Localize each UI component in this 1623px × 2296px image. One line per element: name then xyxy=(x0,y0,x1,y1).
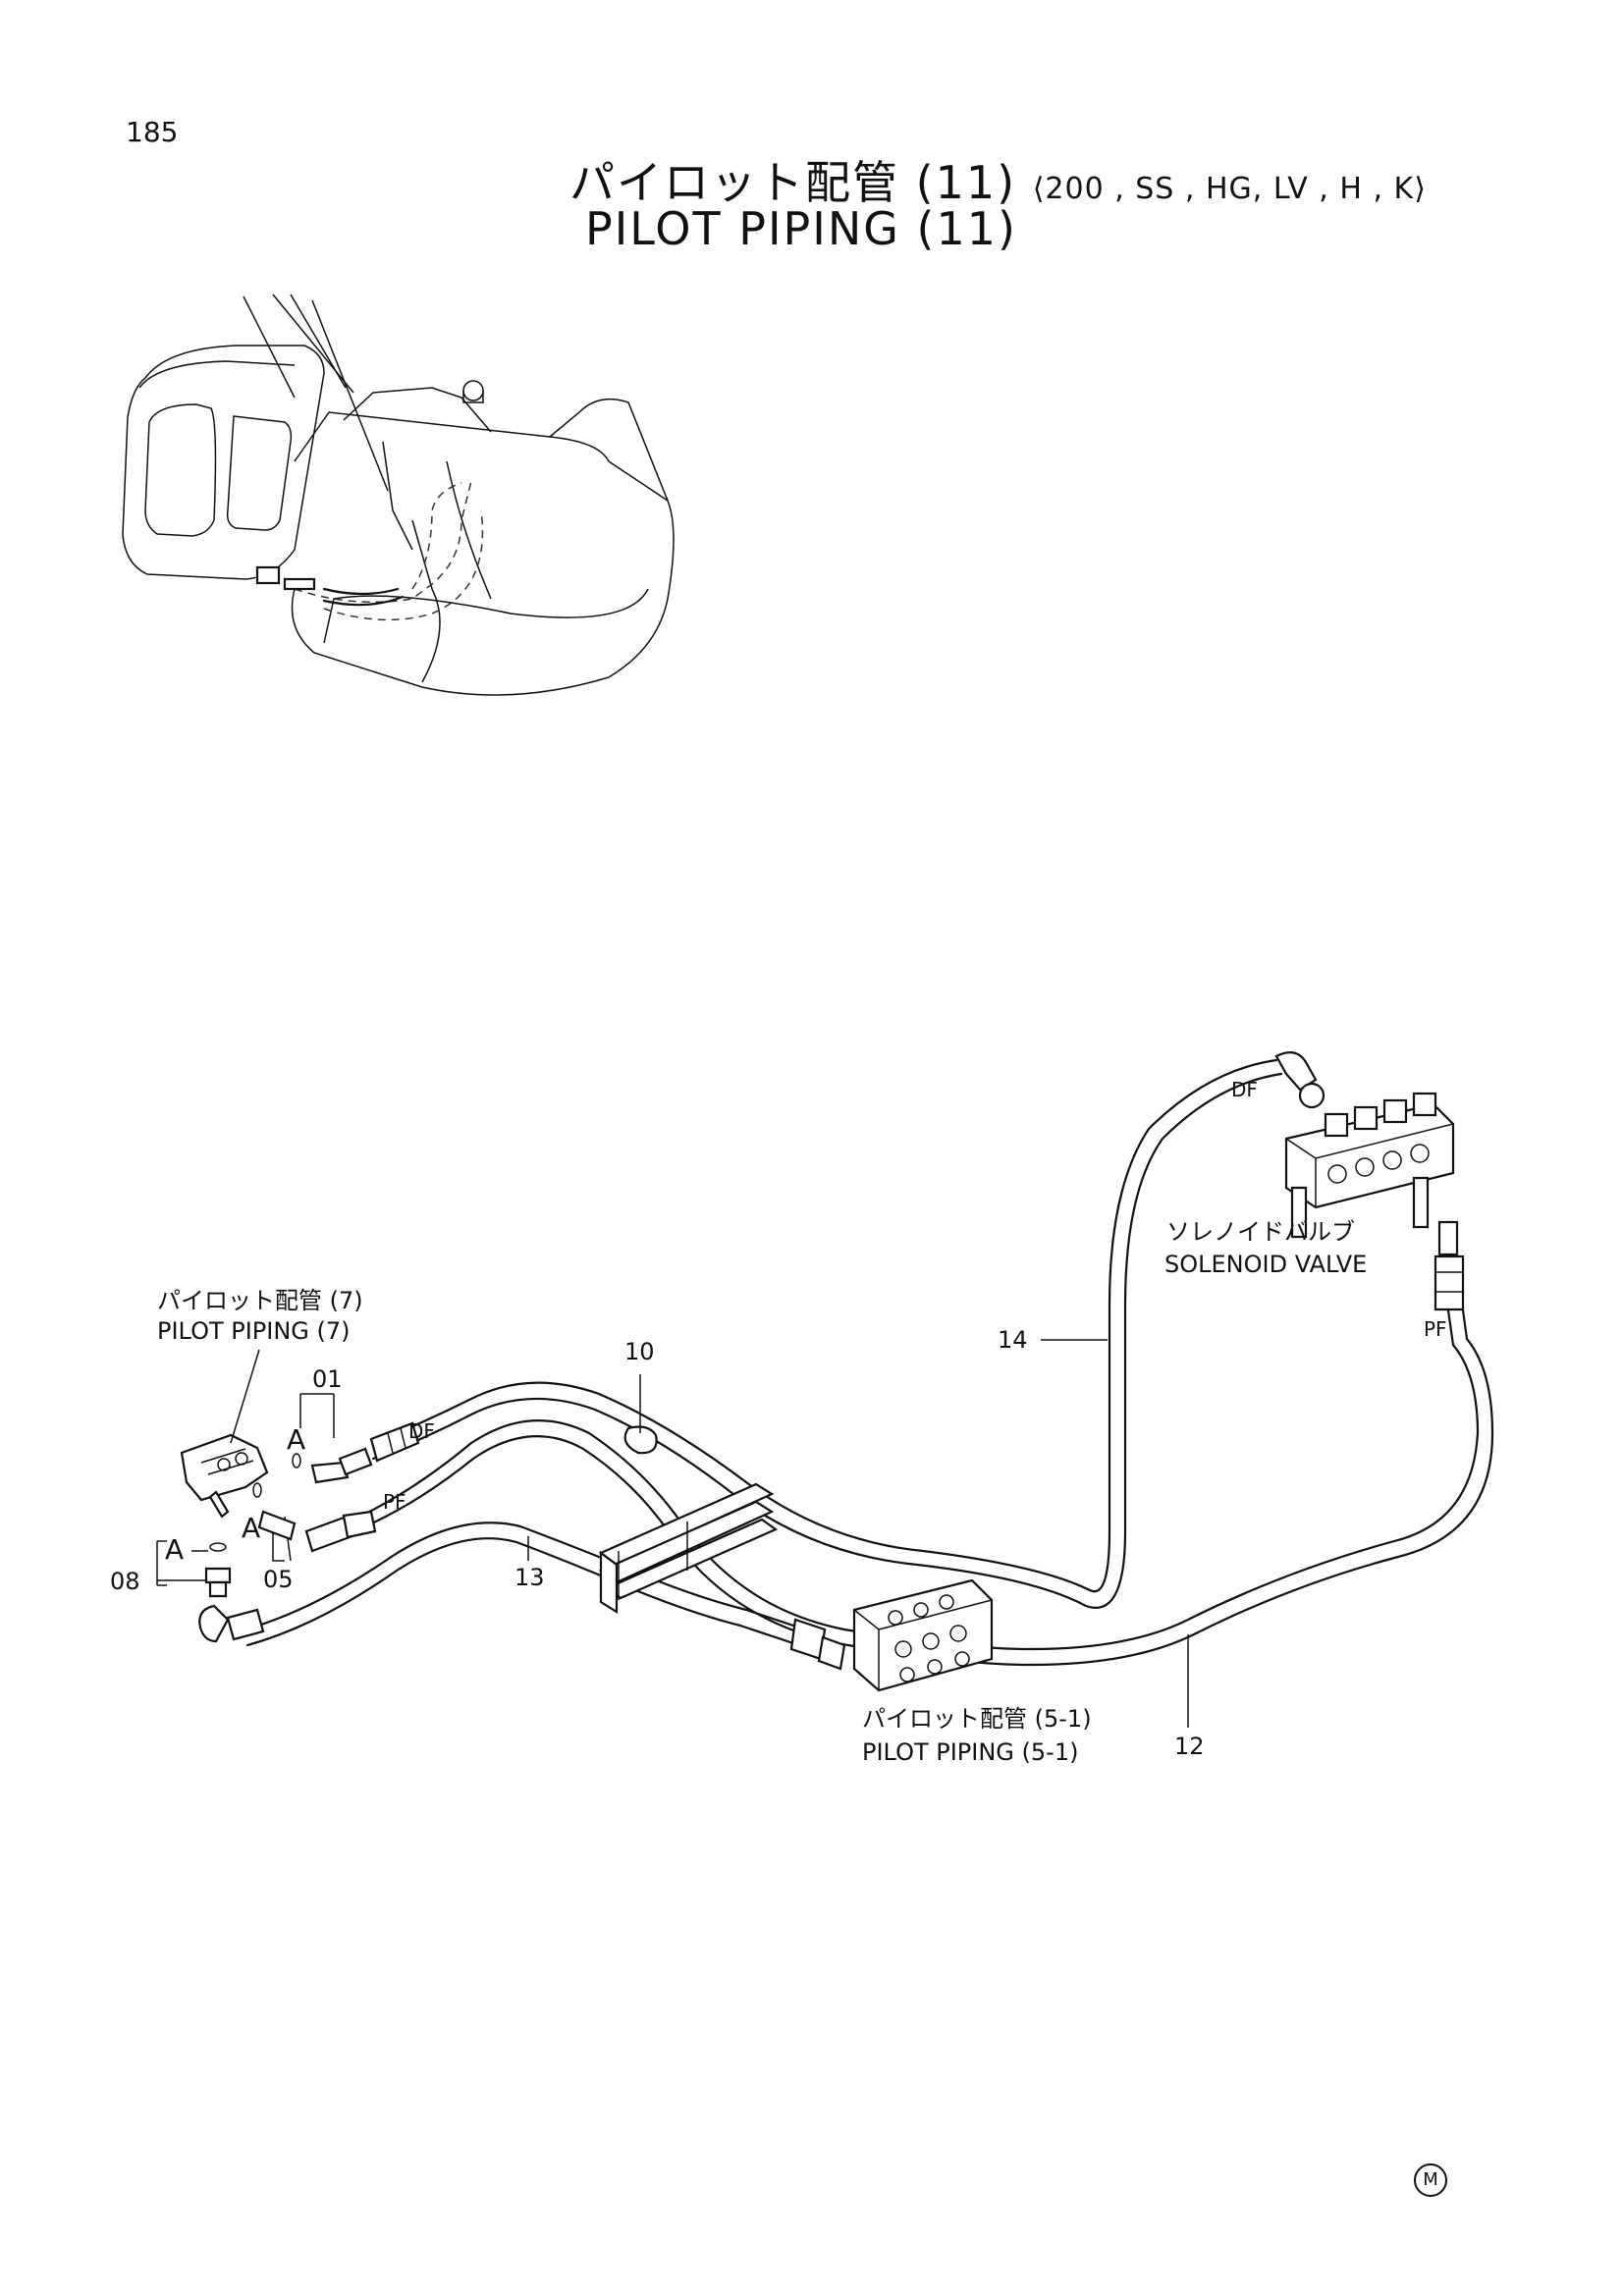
pilot-piping-5-1-label-en: PILOT PIPING (5-1) xyxy=(862,1738,1079,1766)
model-list: ⟨200 , SS , HG, LV , H , K⟩ xyxy=(1032,172,1427,206)
title-japanese: パイロット配管 (11) ⟨200 , SS , HG, LV , H , K⟩ xyxy=(569,147,1427,212)
hose-end-pf xyxy=(304,1510,377,1553)
solenoid-valve-assembly xyxy=(1274,1051,1465,1311)
pilot-piping-7-label-jp: パイロット配管 (7) xyxy=(157,1287,363,1314)
pilot-piping-7-label-en: PILOT PIPING (7) xyxy=(157,1317,351,1345)
part-number-14: 14 xyxy=(998,1326,1028,1354)
pf-label-right: PF xyxy=(1424,1317,1447,1341)
part-number-13: 13 xyxy=(514,1564,545,1591)
title-english: PILOT PIPING (11) xyxy=(585,202,1017,255)
title-jp-text: パイロット配管 (11) xyxy=(569,156,1017,209)
pilot-piping-5-1-label-jp: パイロット配管 (5-1) xyxy=(862,1705,1092,1733)
df-label-right: DF xyxy=(1231,1078,1258,1101)
part-number-05: 05 xyxy=(263,1566,294,1593)
view-marker-a-upper: A xyxy=(287,1423,306,1456)
elbow-fitting-05 xyxy=(257,1510,297,1541)
solenoid-valve-label-en: SOLENOID VALVE xyxy=(1164,1251,1368,1278)
part-number-08: 08 xyxy=(110,1568,140,1595)
clamp-bracket-assembly xyxy=(598,1392,779,1614)
part-number-01: 01 xyxy=(312,1365,343,1393)
part-number-10: 10 xyxy=(624,1338,655,1365)
view-marker-a-middle: A xyxy=(242,1512,261,1544)
page-number: 185 xyxy=(126,116,179,148)
elbow-fitting-01 xyxy=(310,1447,373,1484)
pilot-piping-main xyxy=(156,1051,1494,1728)
hose-end-13 xyxy=(198,1604,265,1643)
pilot-valve-block-5-1 xyxy=(852,1578,994,1692)
view-marker-a-left: A xyxy=(165,1533,185,1566)
solenoid-valve-label-jp: ソレノイドバルブ xyxy=(1166,1218,1355,1246)
part-number-12: 12 xyxy=(1174,1733,1205,1760)
pilot-valve-block xyxy=(180,1433,269,1519)
pf-label-left: PF xyxy=(383,1490,406,1514)
hose-end-df xyxy=(369,1421,420,1463)
circled-m-mark: M xyxy=(1414,2163,1447,2197)
excavator-overview-illustration xyxy=(122,294,675,696)
df-label-left: DF xyxy=(408,1419,435,1443)
